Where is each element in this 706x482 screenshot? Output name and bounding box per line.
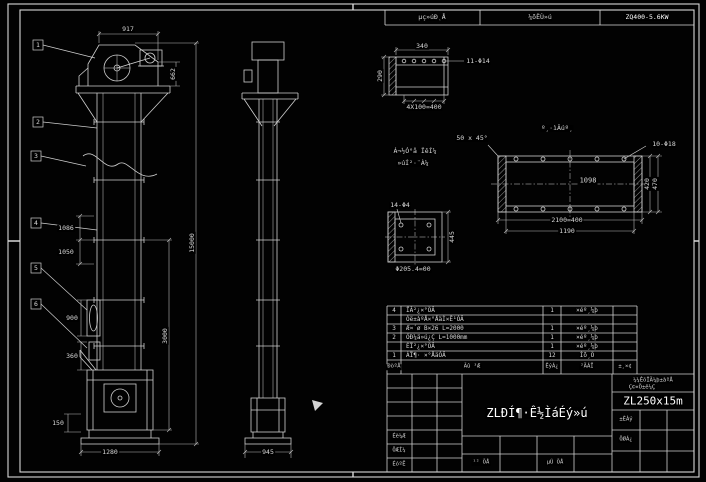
- bom-header-cell: Ãû ³Æ: [462, 363, 482, 370]
- bom-cell: Óë±àºÅ×°ÅäÌ×Ê¹ÓÃ: [405, 315, 465, 323]
- bom-cell: ÖÐ¼ä»ú¿Ç L=1000mm: [405, 333, 469, 341]
- dim-label: 15000: [187, 232, 196, 254]
- dim-label: 1098: [578, 176, 598, 185]
- side-view: [241, 41, 299, 458]
- chamfer-note: 50 x 45°: [455, 133, 489, 142]
- bom-table: [386, 305, 638, 374]
- bom-cell: ÁÏ¶· ×°ÅäÓÃ: [405, 351, 447, 359]
- dim-label: 445: [447, 230, 456, 244]
- weight-cell: ÖØÁ¿: [618, 436, 634, 443]
- bom-cell: Ìõ¸Ö: [578, 351, 596, 359]
- signature-cell: Éè¼Æ: [391, 433, 407, 440]
- dim-label: 3000: [160, 327, 169, 345]
- callout-number: 4: [33, 218, 39, 227]
- drawing-title: ZLÐÍ¶·Ê½ÌáÉý»ú: [485, 406, 589, 420]
- bom-cell: ×éº¸¼þ: [575, 324, 599, 332]
- bom-header-cell: ÊýÁ¿: [544, 363, 560, 370]
- bom-cell: ÉÏ²¿×°ÖÃ: [405, 342, 436, 350]
- dim-label: 10-Φ18: [651, 139, 677, 148]
- bom-cell: ÏÂ²¿×°ÖÃ: [405, 306, 436, 314]
- callout-number: 2: [35, 117, 41, 126]
- header-cell-model: ZQ400-5.6KW: [624, 12, 670, 21]
- signature-cell: ÉóºË: [391, 461, 407, 468]
- bom-cell: ×éº¸¼þ: [575, 306, 599, 314]
- dim-label: 290: [375, 69, 384, 83]
- callout-number: 6: [33, 299, 39, 308]
- bom-cell: 1: [549, 342, 555, 350]
- dim-label: 340: [415, 41, 429, 50]
- dim-label: 1190: [558, 226, 576, 235]
- header-cell-motor: µç»úÐͺÅ: [417, 12, 447, 21]
- dim-label: 662: [168, 67, 177, 81]
- title-block-note: ¼¼ÊõÎÄ¼þ±àºÅ: [632, 377, 674, 384]
- dim-label: 917: [121, 24, 135, 33]
- dim-label: 1050: [57, 247, 75, 256]
- dim-label: 1086: [57, 223, 75, 232]
- dim-label: 150: [51, 418, 65, 427]
- bom-cell: 1: [549, 324, 555, 332]
- detail-plate: [385, 208, 451, 265]
- drawing-frame: [7, 3, 700, 478]
- signature-cell: ÖÆÍ¼: [391, 447, 407, 454]
- dim-label: 2100=400: [550, 215, 584, 224]
- sheet-number: µÚ ÕÅ: [545, 459, 565, 466]
- dim-label: 1280: [101, 447, 119, 456]
- front-view: [75, 44, 171, 445]
- dim-label: Φ205.4=00: [394, 264, 432, 273]
- sheet-count: ¹² ÕÅ: [471, 459, 491, 466]
- header-cell-reducer: ¼õËÙ»ú: [527, 12, 553, 21]
- bom-cell: 12: [547, 351, 557, 359]
- title-block-note: Ç©×Ö±ê¼Ç: [627, 384, 657, 391]
- bom-header-cell: ±¸×¢: [617, 363, 633, 370]
- callout-number: 5: [33, 263, 39, 272]
- scale-cell: ±ÈÀý: [618, 416, 634, 423]
- callout-number: 3: [33, 151, 39, 160]
- title-block: [386, 373, 694, 472]
- dim-label: 11-Φ14: [465, 56, 491, 65]
- drawing-number: ZL250x15m: [622, 394, 684, 408]
- bom-cell: 1: [549, 333, 555, 341]
- bom-cell: ×éº¸¼þ: [575, 333, 599, 341]
- bom-cell: ×éº¸¼þ: [575, 342, 599, 350]
- bom-cell: 4: [391, 306, 397, 314]
- dim-label: 420: [642, 177, 651, 191]
- bom-cell: Æ¤´ø B×26 L=2000: [405, 324, 465, 332]
- dim-label: 360: [65, 351, 79, 360]
- callout-number: 1: [35, 40, 41, 49]
- dim-label: 14-Φ4: [389, 200, 411, 209]
- bom-cell: 1: [549, 306, 555, 314]
- bom-header-cell: ²ÄÁÏ: [579, 363, 595, 370]
- dim-label: 4X100=400: [405, 102, 443, 111]
- section-cut-mark: [312, 400, 323, 411]
- dim-label: 470: [650, 177, 659, 191]
- weld-note: º¸·ìÂúº¸: [540, 123, 574, 132]
- bom-cell: 2: [391, 333, 397, 341]
- dim-label: 945: [261, 447, 275, 456]
- detail-caption: »úÍ²·¨À¼: [396, 158, 430, 167]
- dim-label: 900: [65, 313, 79, 322]
- detail-caption: Á¬½Ó°å ÏêÍ¼: [392, 146, 438, 155]
- front-view-dimensions: [64, 31, 199, 456]
- detail-channel: [381, 47, 464, 104]
- bom-cell: 3: [391, 324, 397, 332]
- bom-cell: 1: [391, 351, 397, 359]
- bom-header-cell: ÐòºÅ: [386, 363, 402, 370]
